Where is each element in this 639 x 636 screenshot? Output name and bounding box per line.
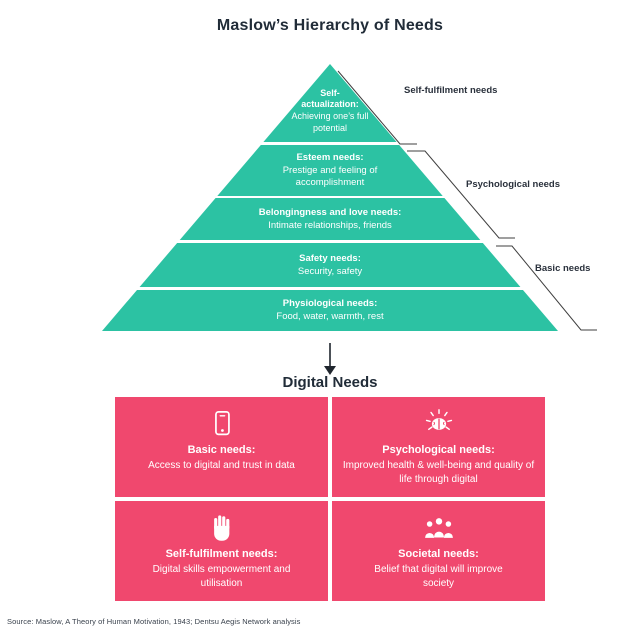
level-description: Food, water, warmth, rest [276,310,384,322]
box-description: Improved health & well-being and quality… [342,460,535,485]
level-description: Prestige and feeling of accomplishment [282,164,378,189]
digital-box-basic-needs: Basic needs: Access to digital and trust… [115,397,328,497]
pyramid-level-belongingness: Belongingness and love needs: Intimate r… [102,198,558,241]
box-description: Access to digital and trust in data [148,460,295,471]
level-heading: Esteem needs: [296,152,364,164]
level-description: Security, safety [297,265,363,277]
digital-box-psychological-needs: Psychological needs: Improved health & w… [332,397,545,497]
digital-needs-grid: Basic needs: Access to digital and trust… [115,397,545,601]
level-heading: Safety needs: [299,253,361,265]
hand-icon [208,510,236,546]
source-note: Source: Maslow, A Theory of Human Motiva… [7,617,301,626]
box-description: Digital skills empowerment and utilisati… [152,564,291,589]
down-arrow-icon [324,343,336,375]
box-heading: Societal needs: [398,548,479,560]
digital-box-societal-needs: Societal needs: Belief that digital will… [332,501,545,601]
box-heading: Basic needs: [187,444,256,456]
pyramid-band-safety [102,243,558,287]
level-description: Achieving one’s full potential [291,111,369,133]
box-heading: Self-fulfilment needs: [165,548,278,560]
page-title: Maslow’s Hierarchy of Needs [216,17,444,34]
pyramid-level-esteem: Esteem needs: Prestige and feeling of ac… [102,145,558,197]
box-description: Belief that digital will improve society [374,564,503,589]
brain-icon [423,406,455,442]
pyramid-level-safety: Safety needs: Security, safety [102,243,558,288]
bracket-label-basic: Basic needs [535,263,591,274]
digital-box-self-fulfilment-needs: Self-fulfilment needs: Digital skills em… [115,501,328,601]
pyramid-level-self-actualization: Self-actualization: Achieving one’s full… [102,64,558,143]
smartphone-icon [209,406,235,442]
bracket-label-psychological: Psychological needs [466,179,560,190]
level-heading: Belongingness and love needs: [258,207,402,219]
bracket-label-self-fulfilment: Self-fulfilment needs [404,85,498,96]
level-description: Intimate relationships, friends [268,219,392,231]
level-heading: Self-actualization: [301,87,359,110]
pyramid-band-physiological [102,290,558,331]
digital-needs-title: Digital Needs [282,374,378,391]
pyramid-level-physiological: Physiological needs: Food, water, warmth… [102,290,558,331]
people-icon [422,510,456,546]
maslow-pyramid: Self-actualization: Achieving one’s full… [102,64,558,331]
level-heading: Physiological needs: [282,298,378,310]
box-heading: Psychological needs: [382,444,495,456]
